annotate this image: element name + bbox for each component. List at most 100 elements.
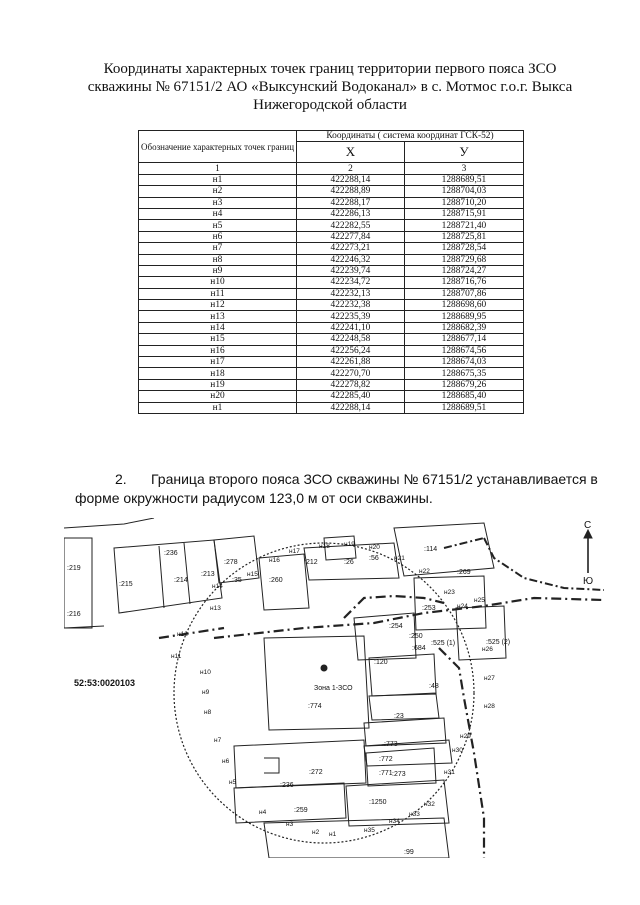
y-cell: 1288707,86 <box>403 287 525 301</box>
svg-text::48: :48 <box>429 683 439 690</box>
y-header: У <box>403 141 525 164</box>
svg-text::771: :771 <box>379 770 393 777</box>
point-cell: н8 <box>137 253 298 266</box>
point-designation-header: Обозначение характерных точек границ <box>137 129 298 164</box>
point-cell: н17 <box>137 356 298 369</box>
x-cell: 422246,32 <box>296 253 405 266</box>
point-cell: н1 <box>137 401 298 415</box>
svg-text::684: :684 <box>412 645 426 652</box>
y-cell: 1288710,20 <box>403 196 525 209</box>
parcel-outlines <box>64 518 507 858</box>
y-cell: 1288704,03 <box>403 185 525 198</box>
svg-text:н12: н12 <box>177 631 188 638</box>
document-title: Координаты характерных точек границ терр… <box>60 60 600 114</box>
point-cell: н15 <box>137 333 298 346</box>
parcel-labels: :219:216 :236:278 :215:214:213 :35:260:2… <box>67 546 510 856</box>
coordinates-header: Координаты ( система координат ГСК-52) <box>296 129 524 143</box>
x-cell: 422282,55 <box>296 219 405 232</box>
svg-text:н27: н27 <box>484 675 495 682</box>
svg-text:н1: н1 <box>329 831 337 838</box>
svg-text::278: :278 <box>224 559 238 566</box>
y-cell: 1288679,26 <box>403 378 525 392</box>
column-number: 2 <box>296 162 405 175</box>
point-cell: н5 <box>137 219 298 232</box>
svg-text::35: :35 <box>232 577 242 584</box>
svg-text::772: :772 <box>379 756 393 763</box>
svg-text::214: :214 <box>174 577 188 584</box>
svg-text:н2: н2 <box>312 829 320 836</box>
x-cell: 422256,24 <box>296 344 405 358</box>
svg-text::260: :260 <box>269 577 283 584</box>
x-cell: 422234,72 <box>296 276 405 289</box>
svg-text::254: :254 <box>389 623 403 630</box>
paragraph-line-2: форме окружности радиусом 123,0 м от оси… <box>75 490 433 506</box>
svg-text:н22: н22 <box>419 568 430 575</box>
svg-text:н23: н23 <box>444 589 455 596</box>
y-cell: 1288728,54 <box>403 242 525 255</box>
y-cell: 1288698,60 <box>403 299 525 312</box>
y-cell: 1288677,14 <box>403 333 525 346</box>
svg-text:н26: н26 <box>482 646 493 653</box>
svg-text::99: :99 <box>404 849 414 856</box>
svg-text:н13: н13 <box>210 605 221 612</box>
svg-text::56: :56 <box>369 555 379 562</box>
y-cell: 1288689,95 <box>403 310 525 323</box>
svg-text:н15: н15 <box>247 571 258 578</box>
cadastral-block-label: 52:53:0020103 <box>74 678 135 688</box>
svg-text::23: :23 <box>394 713 404 720</box>
y-cell: 1288685,40 <box>403 390 525 403</box>
svg-text:н7: н7 <box>214 737 222 744</box>
svg-text:н6: н6 <box>222 758 230 765</box>
svg-text::236: :236 <box>280 782 294 789</box>
paragraph-second-zone: 2.Граница второго пояса ЗСО скважины № 6… <box>75 470 605 508</box>
title-line-2: скважины № 67151/2 АО «Выксунский Водока… <box>87 79 573 95</box>
point-cell: н20 <box>137 390 298 403</box>
svg-text:н4: н4 <box>259 809 267 816</box>
svg-text::250: :250 <box>409 633 423 640</box>
svg-text::273: :273 <box>392 771 406 778</box>
svg-text::773: :773 <box>384 741 398 748</box>
x-cell: 422270,70 <box>296 367 405 380</box>
svg-text:н20: н20 <box>369 544 380 551</box>
point-cell: н6 <box>137 230 298 244</box>
x-cell: 422288,17 <box>296 196 405 209</box>
x-cell: 422241,10 <box>296 321 405 335</box>
point-cell: н7 <box>137 242 298 255</box>
svg-text::525 (1): :525 (1) <box>431 640 455 647</box>
svg-text:н32: н32 <box>424 801 435 808</box>
svg-text::1250: :1250 <box>369 799 387 806</box>
y-cell: 1288721,40 <box>403 219 525 232</box>
column-number: 3 <box>403 162 525 175</box>
x-cell: 422273,21 <box>296 242 405 255</box>
x-cell: 422286,13 <box>296 207 405 221</box>
well-point <box>320 664 328 672</box>
svg-text:н11: н11 <box>171 653 182 660</box>
svg-text:н25: н25 <box>474 597 485 604</box>
y-cell: 1288724,27 <box>403 264 525 278</box>
y-cell: 1288716,76 <box>403 276 525 289</box>
x-cell: 422288,14 <box>296 401 405 415</box>
y-cell: 1288689,51 <box>403 401 525 415</box>
x-cell: 422285,40 <box>296 390 405 403</box>
svg-text:н18: н18 <box>319 543 330 550</box>
svg-text::114: :114 <box>424 546 437 553</box>
compass-north-label: С <box>584 520 591 531</box>
y-cell: 1288674,03 <box>403 356 525 369</box>
svg-text::216: :216 <box>67 611 81 618</box>
point-cell: н12 <box>137 299 298 312</box>
svg-text:н5: н5 <box>229 779 237 786</box>
svg-text::213: :213 <box>201 571 215 578</box>
y-cell: 1288682,39 <box>403 321 525 335</box>
x-cell: 422288,89 <box>296 185 405 198</box>
point-cell: н11 <box>137 287 298 301</box>
point-cell: н1 <box>137 173 298 187</box>
